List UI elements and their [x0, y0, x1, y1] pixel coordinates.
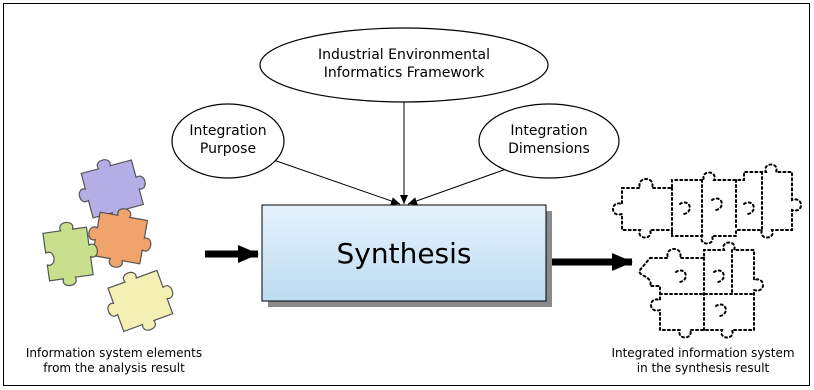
caption-synthesis-line1: Integrated information system — [611, 346, 795, 360]
integrated-puzzle-top — [612, 163, 802, 245]
puzzle-piece-purple — [78, 159, 146, 220]
caption-analysis-line1: Information system elements — [25, 346, 203, 360]
dimensions-line1: Integration — [510, 123, 588, 139]
caption-synthesis: Integrated information system in the syn… — [598, 346, 808, 376]
framework-line1: Industrial Environmental — [318, 47, 490, 63]
integrated-puzzle-bottom — [638, 241, 764, 339]
caption-analysis: Information system elements from the ana… — [14, 346, 214, 376]
synthesis-label: Synthesis — [336, 236, 472, 270]
caption-analysis-line2: from the analysis result — [43, 361, 185, 375]
synthesis-box — [261, 204, 547, 302]
puzzle-pieces-analysis — [42, 159, 174, 333]
puzzle-piece-yellow — [107, 269, 174, 333]
ellipse-purpose — [171, 103, 285, 179]
ellipse-dimensions-label: Integration Dimensions — [489, 122, 609, 158]
puzzle-piece-green — [42, 221, 98, 287]
diagram-frame — [3, 3, 810, 386]
purpose-line1: Integration — [189, 123, 267, 139]
caption-synthesis-line2: in the synthesis result — [636, 361, 770, 375]
arrow-left-to-synthesis — [264, 156, 401, 205]
puzzle-piece-orange — [88, 208, 152, 268]
purpose-line2: Purpose — [199, 141, 257, 157]
ellipse-purpose-label: Integration Purpose — [178, 122, 278, 158]
framework-line2: Informatics Framework — [323, 65, 485, 81]
dimensions-line2: Dimensions — [508, 141, 590, 157]
ellipse-framework-label: Industrial Environmental Informatics Fra… — [284, 46, 524, 82]
ellipse-dimensions — [478, 103, 620, 179]
ellipse-framework — [259, 27, 549, 103]
